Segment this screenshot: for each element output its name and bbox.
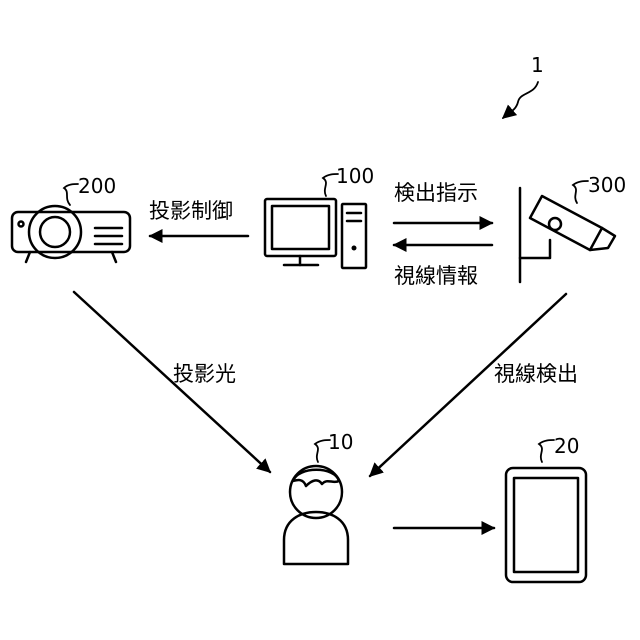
camera-device: 300 xyxy=(520,173,626,282)
projection-control-label: 投影制御 xyxy=(149,199,233,223)
projection-control-flow: 投影制御 xyxy=(149,199,248,236)
projector-leg-left xyxy=(26,252,30,262)
computer-camera-flows: 検出指示 視線情報 xyxy=(394,181,492,288)
system-ref-arrow xyxy=(503,82,538,118)
computer-device: 100 xyxy=(265,164,374,268)
projector-ref-label: 200 xyxy=(78,174,116,198)
display-ref-label: 20 xyxy=(554,434,579,458)
gaze-detection-flow: 視線検出 xyxy=(370,294,578,476)
detection-instruction-label: 検出指示 xyxy=(394,181,478,205)
camera-lens xyxy=(549,218,561,230)
system-reference: 1 xyxy=(503,53,544,118)
projection-light-flow: 投影光 xyxy=(74,292,270,472)
computer-power-button xyxy=(352,246,357,251)
user-ref-label: 10 xyxy=(328,430,353,454)
projector-lens-outer xyxy=(29,206,81,258)
camera-body xyxy=(530,196,602,250)
display-frame xyxy=(506,468,586,582)
camera-lens-hood xyxy=(590,228,615,250)
user-body xyxy=(284,512,348,564)
user-figure: 10 xyxy=(284,430,353,564)
computer-monitor xyxy=(265,199,336,256)
projection-light-label: 投影光 xyxy=(173,362,236,386)
camera-ref-leader xyxy=(573,181,588,203)
display-device: 20 xyxy=(506,434,586,582)
user-hair xyxy=(293,470,339,486)
projector-ref-leader xyxy=(64,184,78,205)
projector-leg-right xyxy=(112,252,116,262)
camera-ref-label: 300 xyxy=(588,173,626,197)
system-ref-label: 1 xyxy=(531,53,544,77)
gaze-information-label: 視線情報 xyxy=(394,264,478,288)
projector-device: 200 xyxy=(12,174,130,262)
gaze-detection-label: 視線検出 xyxy=(494,362,578,386)
display-ref-leader xyxy=(539,440,554,462)
projection-light-arrow xyxy=(74,292,270,472)
computer-screen xyxy=(272,206,329,249)
display-screen xyxy=(514,478,578,572)
computer-ref-label: 100 xyxy=(336,164,374,188)
projector-indicator xyxy=(19,222,24,227)
projector-lens-inner xyxy=(40,217,70,247)
camera-mount xyxy=(520,240,550,258)
